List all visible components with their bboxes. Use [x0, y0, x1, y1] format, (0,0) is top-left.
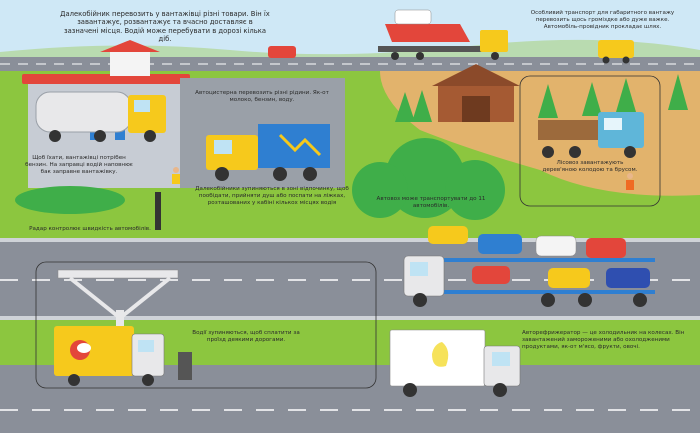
- toll-booth: [178, 352, 192, 380]
- caption-tanker: Автоцистерна перевозить різні рідини. Як…: [195, 90, 329, 103]
- caption-car-carrier: Автовоз може транспортувати до 11 автомо…: [376, 196, 486, 209]
- lemon-logo-icon: [432, 342, 449, 367]
- logs-panel-outline: [519, 75, 661, 207]
- toll-panel-outline: [35, 261, 377, 389]
- log-truck: [538, 112, 644, 158]
- car-carrier-truck: [403, 226, 655, 307]
- box-truck-yellow-blue: [206, 124, 330, 181]
- caption-special-transport: Особливий транспорт для габаритного вант…: [530, 10, 675, 30]
- bottom-road: [0, 365, 700, 433]
- distant-hills: [0, 39, 700, 62]
- caption-radar: Радар контролює швидкість автомобілів.: [29, 226, 151, 232]
- radar-post-icon: [155, 192, 161, 230]
- tanker-truck: [35, 91, 166, 142]
- escort-car: [598, 40, 634, 58]
- caption-stop: Водії зупиняються, щоб сплатити за проїз…: [192, 330, 300, 343]
- caption-reefer: Авторефрижератор — це холодильник на кол…: [522, 330, 685, 350]
- caption-rest: Далекобійники зупиняються в зоні відпочи…: [195, 186, 349, 206]
- refrigerator-truck: [389, 329, 521, 397]
- caption-long-haul: Далекобійник перевозить у вантажівці різ…: [60, 10, 270, 44]
- fuel-station-roof: [22, 74, 190, 84]
- trees: [352, 74, 688, 220]
- caption-fuel: Щоб їхати, вантажівці потрібен бензин. Н…: [25, 155, 133, 175]
- caption-logs: Лісовоз завантажують дерев'яною колодою …: [542, 160, 638, 173]
- small-red-car: [268, 46, 296, 58]
- lemon-delivery-truck: [54, 326, 165, 386]
- road-worker-icon: [172, 167, 180, 184]
- boat-transport-truck: [378, 9, 508, 60]
- barn: [432, 64, 520, 122]
